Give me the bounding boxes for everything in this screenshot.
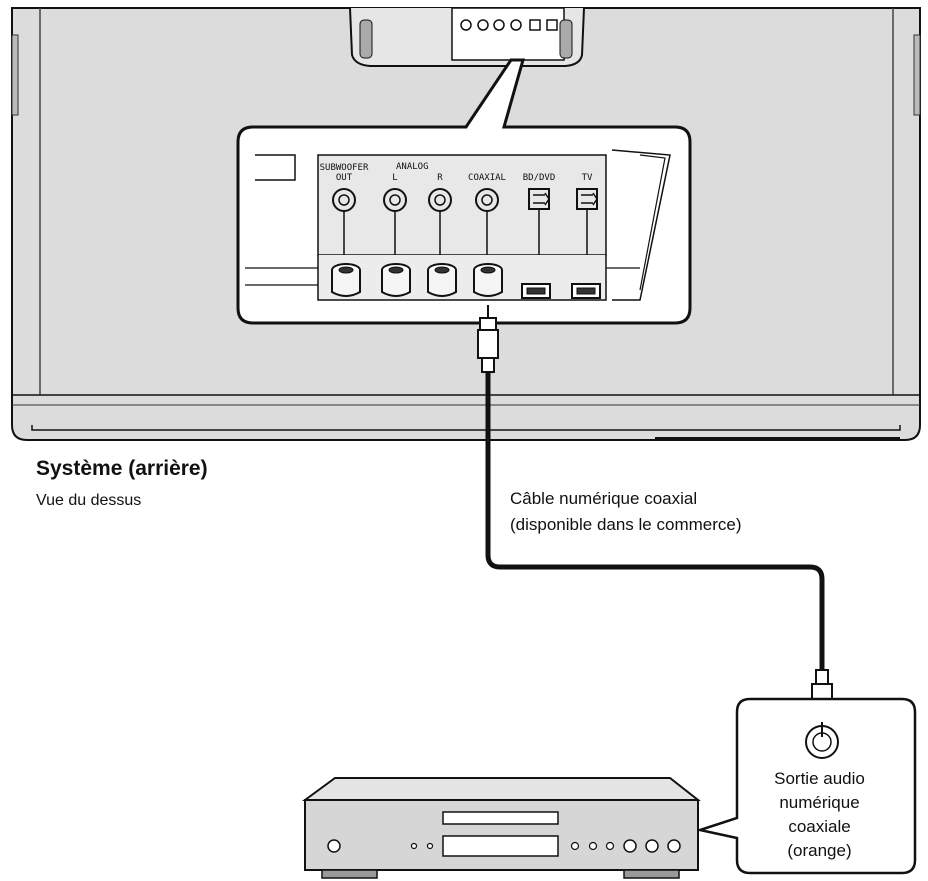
- jack-label-l: L: [392, 173, 397, 183]
- analog-label: ANALOG: [396, 162, 429, 172]
- output-label-line4: (orange): [787, 841, 852, 860]
- optical-jack-icon: [528, 188, 550, 255]
- jack-label-tv: TV: [582, 173, 593, 183]
- output-label-line3: coaxiale: [788, 817, 851, 836]
- rca-socket-icon: [381, 263, 411, 297]
- bd-dvd-player: [301, 777, 701, 879]
- rca-jack-icon: [428, 188, 452, 255]
- jack-label-subwoofer-out: OUT: [336, 173, 353, 183]
- output-label-line2: numérique: [779, 793, 860, 812]
- system-subtitle: Vue du dessus: [36, 492, 142, 509]
- rca-socket-icon: [427, 263, 457, 297]
- optical-jack-icon: [576, 188, 598, 255]
- coaxial-output-jack-icon: [805, 722, 839, 759]
- optical-socket-icon: [521, 283, 551, 299]
- rca-jack-icon: [475, 188, 499, 255]
- connector-bay: [349, 7, 585, 67]
- jack-label-r: R: [437, 173, 443, 183]
- optical-socket-icon: [571, 283, 601, 299]
- output-callout: [695, 697, 917, 875]
- jack-label-coaxial: COAXIAL: [468, 173, 506, 183]
- jack-label-bd-dvd: BD/DVD: [523, 173, 556, 183]
- rca-jack-icon: [332, 188, 356, 255]
- physical-jacks: [331, 263, 601, 299]
- cable-label-line2: (disponible dans le commerce): [510, 515, 742, 534]
- rca-socket-icon: [473, 263, 503, 297]
- rca-jack-icon: [383, 188, 407, 255]
- jack-icons: [332, 188, 598, 255]
- system-title: Système (arrière): [36, 457, 208, 480]
- jack-labels: ANALOG SUBWOOFER OUT L R COAXIAL BD/DVD …: [320, 162, 593, 183]
- cable-label-line1: Câble numérique coaxial: [510, 489, 698, 508]
- jack-label-subwoofer: SUBWOOFER: [320, 163, 369, 173]
- rca-socket-icon: [331, 263, 361, 297]
- output-label-line1: Sortie audio: [774, 769, 865, 788]
